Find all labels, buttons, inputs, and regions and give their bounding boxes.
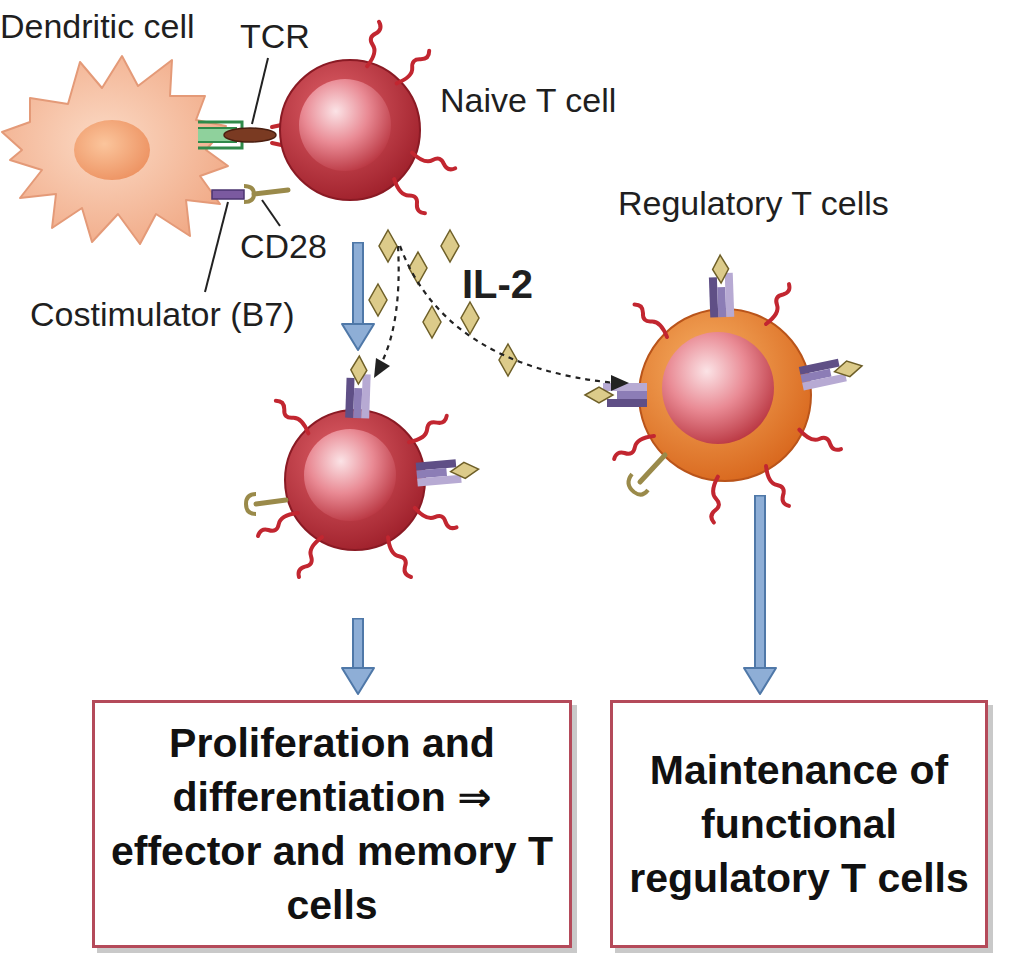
microvillus xyxy=(258,513,298,536)
cd28-receptor xyxy=(628,455,665,495)
part-label: CD28 xyxy=(240,226,370,266)
regulatory-t-cell-nucleus xyxy=(662,332,774,444)
microvillus xyxy=(394,179,425,213)
cell-node: Dendritic cell xyxy=(25,58,225,243)
outcome-box: Maintenance of functional regulatory T c… xyxy=(610,700,988,948)
il2-molecule xyxy=(379,230,397,262)
il2-molecule xyxy=(423,306,441,338)
dendritic-cell-body xyxy=(2,56,228,244)
il2-arrowhead xyxy=(374,358,390,378)
il2-molecule xyxy=(441,230,459,262)
il2-receptor xyxy=(345,356,371,419)
part-label: Costimulator (B7) xyxy=(30,294,300,334)
outcome-box: Proliferation and differentiation ⇒ effe… xyxy=(92,700,572,948)
connector-arrow xyxy=(400,246,629,391)
il2-molecule xyxy=(461,302,479,334)
microvillus xyxy=(299,537,322,577)
il2-molecule xyxy=(409,252,427,284)
microvillus xyxy=(367,22,380,66)
microvillus xyxy=(634,304,667,337)
naive-t-cell-nucleus xyxy=(299,79,391,171)
cell-label: Regulatory T cells xyxy=(618,183,1018,223)
leader-line xyxy=(205,202,228,292)
il2-receptor xyxy=(416,457,480,486)
box-text: Proliferation and differentiation ⇒ effe… xyxy=(111,716,553,932)
cell-node: Regulatory T cells xyxy=(639,309,811,481)
tcr-complex xyxy=(198,122,286,148)
microvillus xyxy=(409,416,447,442)
microvilli xyxy=(258,22,841,577)
microvillus xyxy=(766,284,789,324)
microvillus xyxy=(415,508,457,528)
microvillus xyxy=(766,466,789,506)
cell-label: Dendritic cell xyxy=(0,6,200,46)
il2-receptors xyxy=(345,255,864,487)
il2-receptor xyxy=(799,354,865,390)
cd28-receptor xyxy=(246,494,286,514)
connector-arrow xyxy=(342,242,374,694)
cell-label: Naive T cell xyxy=(440,80,700,120)
leader-line xyxy=(252,58,268,124)
il2-molecule xyxy=(369,284,387,316)
il2-receptor xyxy=(708,255,734,318)
microvillus xyxy=(614,436,654,459)
cell-node: Naive T cell xyxy=(280,60,420,200)
microvillus xyxy=(388,537,411,577)
connector-arrow xyxy=(744,495,776,694)
leader-line xyxy=(262,200,280,226)
microvillus xyxy=(276,401,309,434)
microvillus xyxy=(799,430,841,450)
il2-molecule xyxy=(499,344,517,376)
microvillus xyxy=(711,477,719,523)
activated-t-cell-nucleus xyxy=(304,429,396,521)
dendritic-nucleus xyxy=(74,120,150,180)
cytokine-label: IL-2 xyxy=(462,264,572,304)
microvillus xyxy=(412,153,455,170)
b7-cd28 xyxy=(212,186,288,202)
microvillus xyxy=(397,51,430,84)
box-text: Maintenance of functional regulatory T c… xyxy=(629,743,969,905)
part-label: TCR xyxy=(240,16,360,56)
